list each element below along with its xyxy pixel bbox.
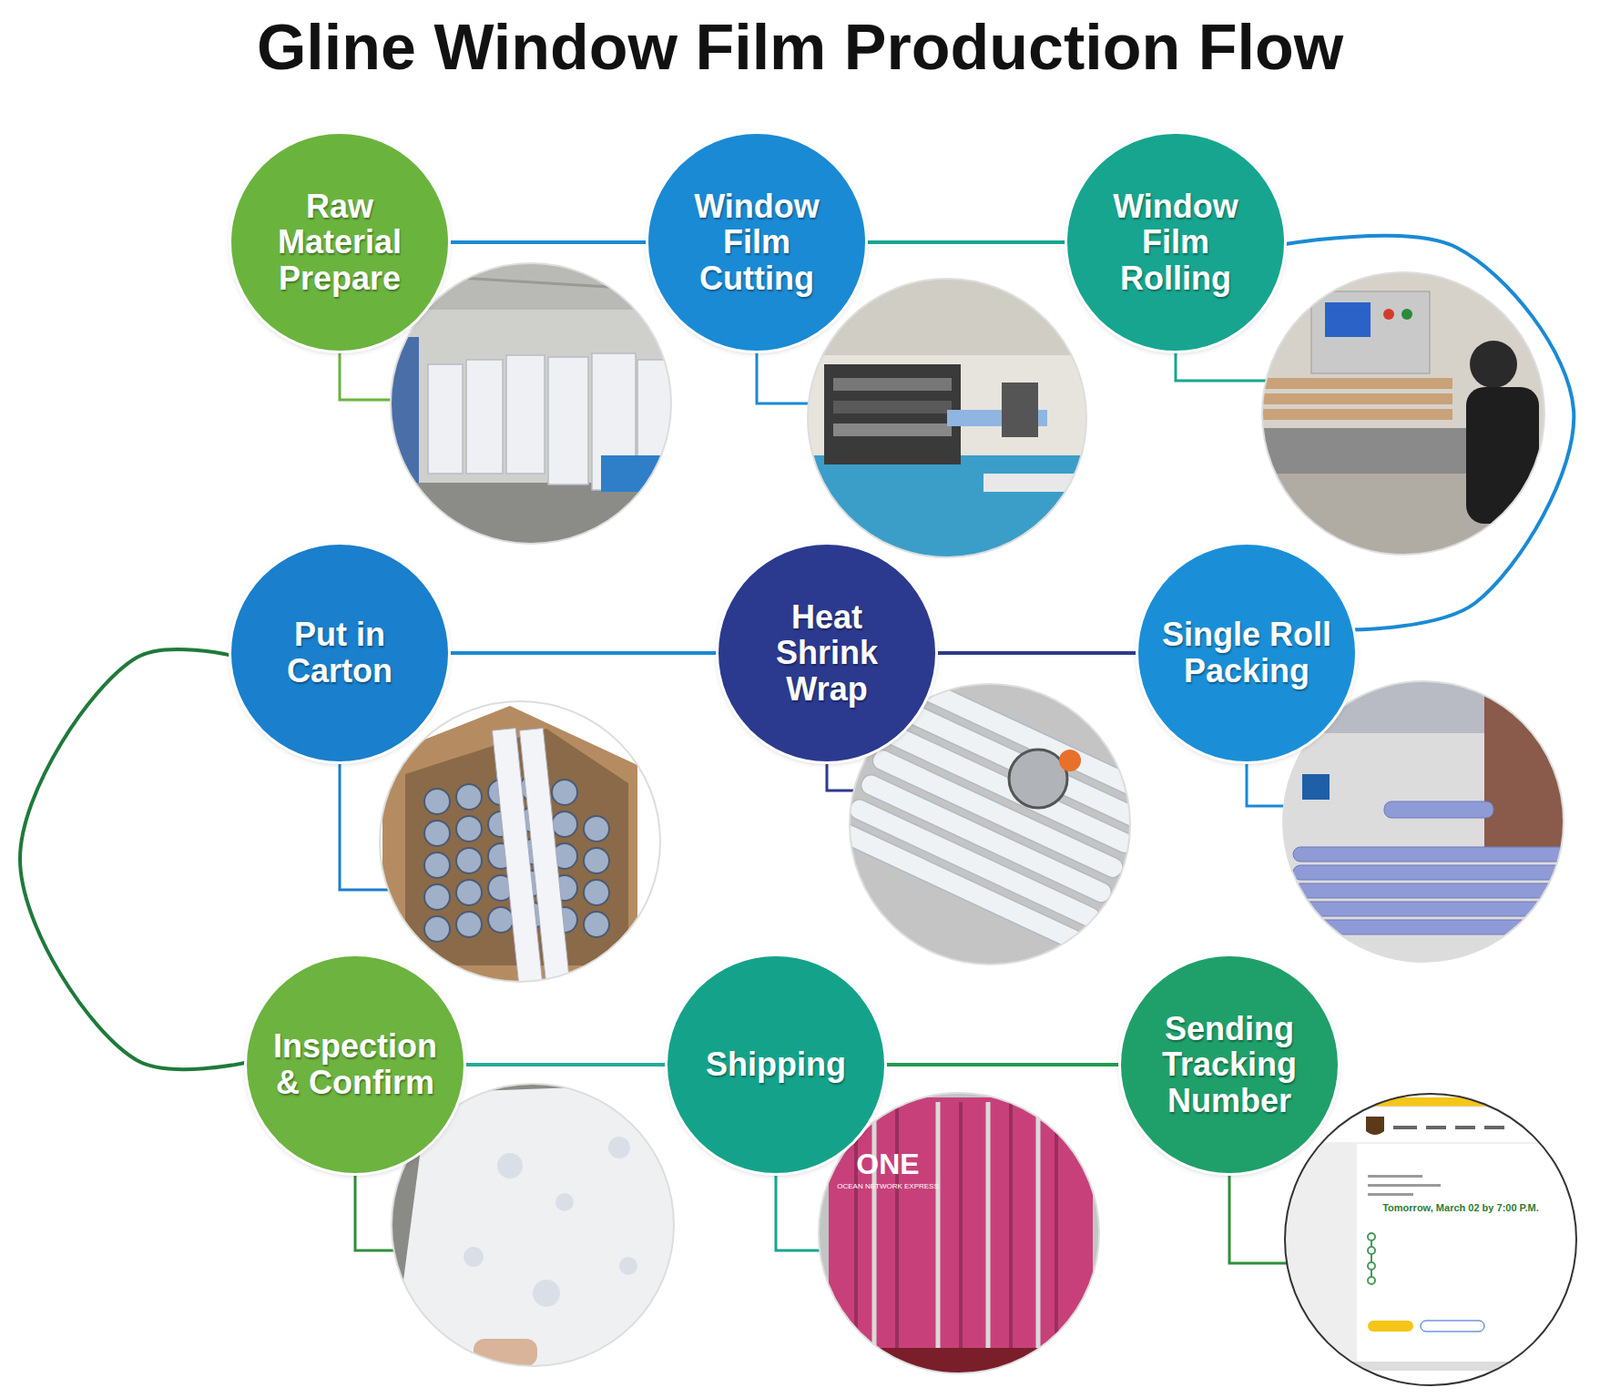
flow-connector — [935, 651, 1139, 655]
photo-frame — [390, 263, 672, 544]
step-label: Window Film Cutting — [670, 188, 844, 297]
step-label: Heat Shrink Wrap — [740, 599, 914, 708]
step-label: Sending Tracking Number — [1142, 1010, 1316, 1120]
photo-frame — [1284, 1093, 1577, 1386]
process-circle: Single Roll Packing — [1138, 544, 1356, 762]
node-text-group: Put in Carton — [253, 616, 427, 689]
step-label: Single Roll Packing — [1160, 616, 1334, 689]
node-text-group: Window Film Rolling — [1089, 188, 1263, 297]
step-label: Window Film Rolling — [1089, 188, 1263, 297]
diagram-title: Gline Window Film Production Flow — [0, 10, 1600, 85]
photo-frame — [807, 278, 1087, 558]
process-circle: Window Film Cutting — [648, 133, 866, 351]
step-label: Raw Material Prepare — [253, 188, 427, 297]
flow-connector — [865, 240, 1068, 245]
flow-connector — [1284, 235, 1574, 631]
photo-frame — [379, 701, 661, 982]
process-circle: Raw Material Prepare — [231, 133, 449, 351]
step-label: Put in Carton — [253, 616, 427, 689]
process-circle: Window Film Rolling — [1067, 133, 1285, 351]
photo-text: OCEAN NETWORK EXPRESS — [836, 1182, 939, 1191]
photo-tracking-screen — [1284, 1092, 1580, 1389]
photo-text: ONE — [856, 1147, 919, 1182]
node-text-group: Shipping — [705, 1046, 846, 1083]
node-text-group: Raw Material Prepare — [253, 188, 427, 297]
photo-text: Tomorrow, March 02 by 7:00 P.M. — [1382, 1202, 1539, 1213]
title-area: Gline Window Film Production Flow — [0, 10, 1600, 85]
node-text-group: Sending Tracking Number — [1142, 1010, 1316, 1120]
photo-frame — [818, 1092, 1100, 1374]
step-label: Inspection & Confirm — [268, 1028, 442, 1101]
node-text-group: Window Film Cutting — [670, 188, 844, 297]
step-label: Shipping — [705, 1046, 846, 1083]
node-text-group: Inspection & Confirm — [268, 1028, 442, 1101]
flow-connector — [884, 1062, 1122, 1067]
flow-connector — [20, 649, 247, 1070]
flow-connector — [448, 651, 719, 655]
photo-rolling — [1256, 268, 1558, 570]
node-text-group: Heat Shrink Wrap — [740, 599, 914, 708]
flow-connector — [448, 240, 649, 245]
process-circle: Heat Shrink Wrap — [718, 544, 936, 762]
process-circle: Put in Carton — [231, 544, 449, 762]
process-circle: Sending Tracking Number — [1121, 956, 1338, 1173]
process-circle: Inspection & Confirm — [246, 956, 464, 1173]
node-text-group: Single Roll Packing — [1160, 616, 1334, 689]
process-circle: Shipping — [667, 956, 885, 1173]
photo-cutting-machine — [801, 273, 1102, 574]
photo-frame — [1262, 272, 1545, 555]
photo-carton — [377, 701, 670, 993]
flow-connector — [463, 1062, 668, 1067]
